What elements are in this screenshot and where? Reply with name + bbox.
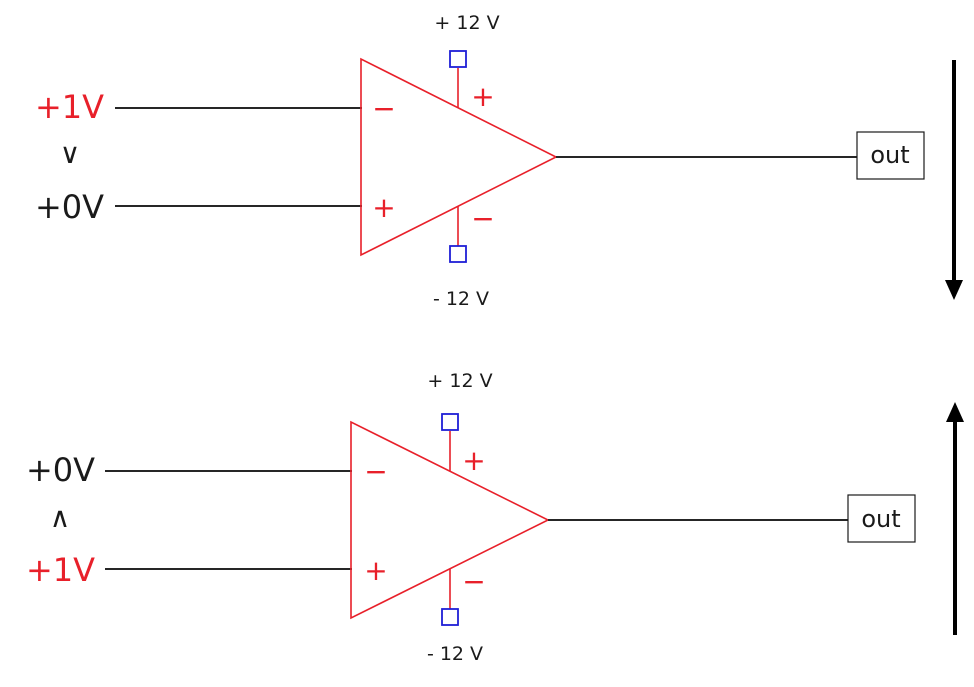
output-box-1	[856, 131, 925, 180]
supply-positive-sign-1: +	[471, 80, 494, 113]
noninverting-input-value-1: +0V	[35, 188, 104, 226]
comparator-circuit-1: + 12 V - 12 V +1V ∨ +0V − + + − out	[35, 12, 963, 310]
noninverting-pin-sign-2: +	[364, 554, 387, 587]
output-box-2	[847, 494, 916, 543]
supply-negative-sign-1: −	[471, 202, 494, 235]
supply-negative-label-2: - 12 V	[427, 643, 483, 665]
output-arrow-up-icon	[946, 402, 964, 635]
inverting-pin-sign-2: −	[364, 455, 387, 488]
supply-negative-terminal-1	[449, 245, 467, 263]
comparison-symbol-1: ∨	[60, 137, 81, 170]
noninverting-pin-sign-1: +	[372, 191, 395, 224]
supply-negative-sign-2: −	[462, 565, 485, 598]
supply-positive-sign-2: +	[462, 444, 485, 477]
supply-positive-terminal-1	[449, 50, 467, 68]
comparison-symbol-2: ∧	[50, 501, 71, 534]
supply-positive-label-2: + 12 V	[427, 370, 492, 392]
comparator-circuit-2: + 12 V - 12 V +0V ∧ +1V − + + − out	[26, 370, 964, 665]
supply-positive-label-1: + 12 V	[434, 12, 499, 34]
output-arrow-down-icon	[945, 60, 963, 300]
inverting-input-value-1: +1V	[35, 88, 104, 126]
output-label-1: out	[870, 141, 909, 169]
noninverting-input-value-2: +1V	[26, 551, 95, 589]
supply-positive-terminal-2	[441, 413, 459, 431]
output-label-2: out	[861, 505, 900, 533]
inverting-pin-sign-1: −	[372, 92, 395, 125]
supply-negative-label-1: - 12 V	[433, 288, 489, 310]
supply-negative-terminal-2	[441, 608, 459, 626]
inverting-input-value-2: +0V	[26, 451, 95, 489]
